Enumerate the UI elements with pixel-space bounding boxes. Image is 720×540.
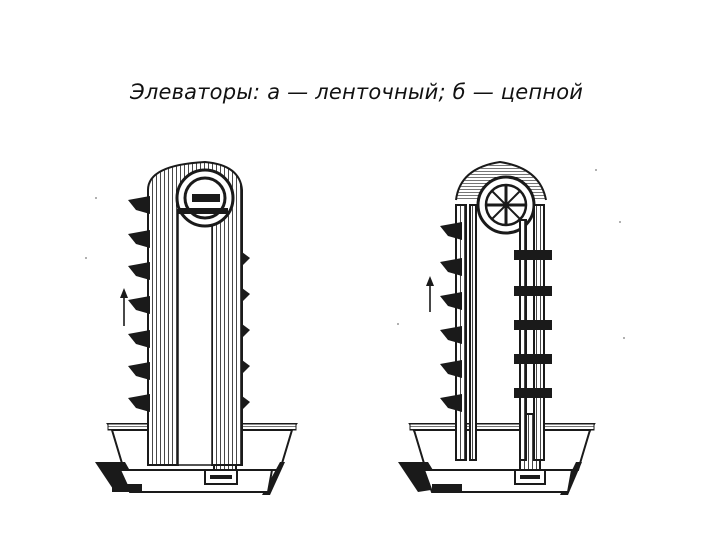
up-arrow-icon (426, 276, 434, 312)
belt-elevator (95, 160, 298, 495)
up-arrow-icon (120, 288, 128, 326)
chain-elevator-buckets-up (440, 222, 462, 412)
slide-title: Элеваторы: а — ленточный; б — цепной (130, 80, 584, 104)
belt-elevator-buckets-down (242, 252, 250, 410)
chain-elevator (398, 160, 596, 495)
chain-elevator-boot (398, 413, 596, 495)
scan-specks (85, 169, 625, 339)
belt-elevator-buckets-up (128, 196, 150, 412)
belt-elevator-casing (147, 160, 243, 466)
chain-elevator-buckets-down (514, 250, 552, 398)
